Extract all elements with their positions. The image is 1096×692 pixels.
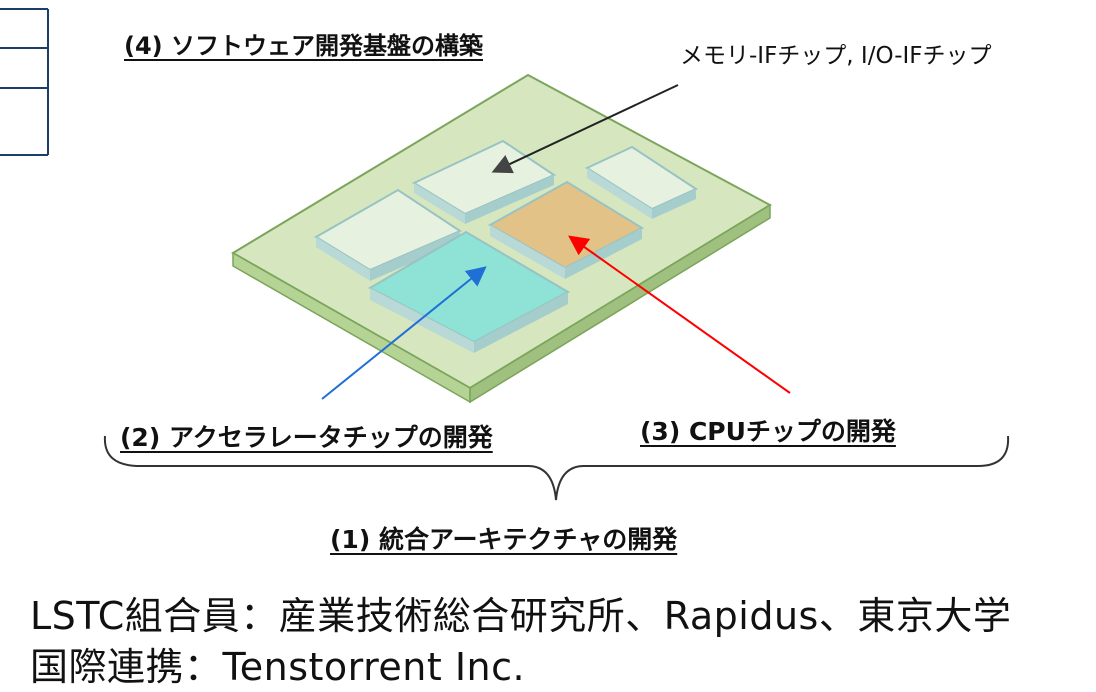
label-cpu: (3) CPUチップの開発: [640, 417, 896, 446]
footer-members: LSTC組合員：産業技術総合研究所、Rapidus、東京大学: [30, 594, 1012, 638]
curly-brace: [103, 435, 1010, 501]
arrow-cpu: [568, 235, 791, 394]
arrow-memory-io: [491, 84, 679, 174]
table-fragment: [0, 8, 49, 156]
chip-memory-left: [314, 188, 463, 281]
chip-cpu: [487, 180, 645, 279]
arrow-accelerator: [321, 266, 487, 400]
chip-accelerator: [367, 230, 571, 353]
chip-io-right: [584, 145, 699, 219]
footer-international: 国際連携：Tenstorrent Inc.: [30, 645, 526, 689]
label-accelerator: (2) アクセラレータチップの開発: [120, 423, 493, 452]
label-architecture: (1) 統合アーキテクチャの開発: [330, 525, 678, 554]
label-software: (4) ソフトウェア開発基盤の構築: [124, 32, 483, 60]
label-memory-io: メモリ-IFチップ, I/O-IFチップ: [680, 43, 992, 69]
